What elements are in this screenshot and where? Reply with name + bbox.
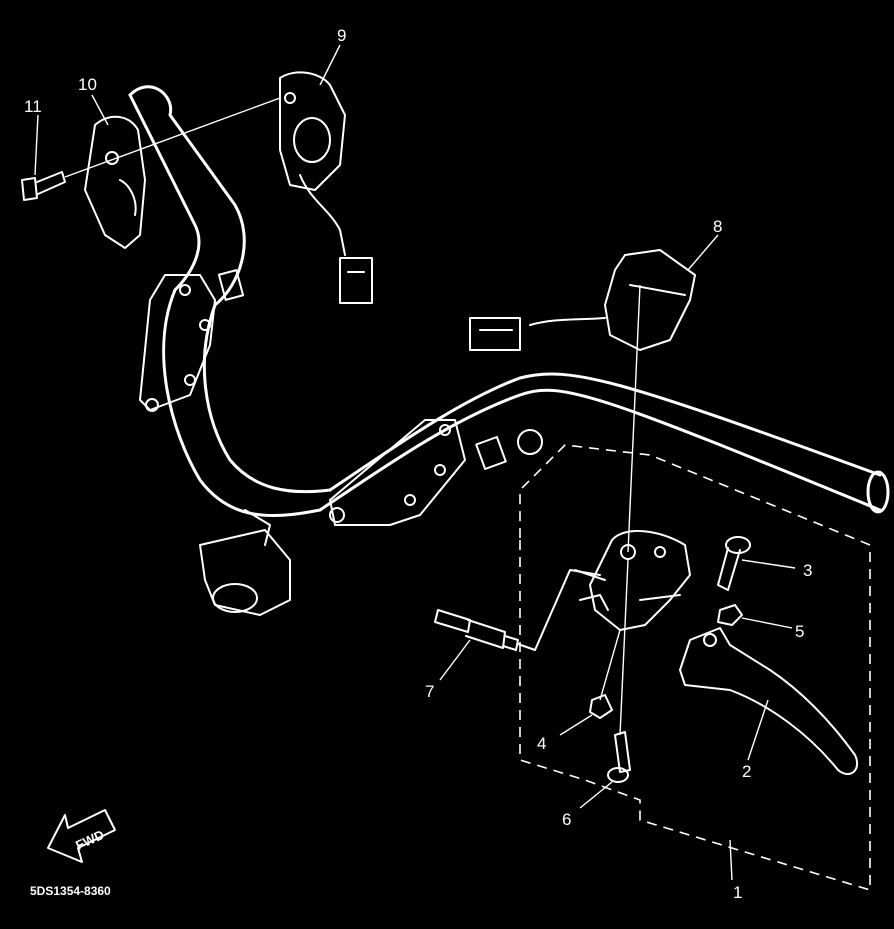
bolt-6	[579, 731, 631, 809]
callout-10: 10	[78, 75, 97, 94]
callout-2: 2	[742, 762, 751, 781]
switch-plunger	[434, 569, 601, 681]
alignment-line-8	[627, 284, 641, 553]
callout-1: 1	[733, 883, 742, 902]
callout-7: 7	[425, 682, 434, 701]
pivot-bolt	[717, 536, 796, 591]
assembly-boundary	[519, 444, 871, 892]
left-switch-housing	[279, 71, 373, 304]
callout-4: 4	[537, 734, 546, 753]
callout-8: 8	[713, 217, 722, 236]
drawing-code: 5DS1354-8360	[30, 884, 111, 898]
callout-3: 3	[803, 561, 812, 580]
screw-11	[21, 97, 281, 201]
forward-arrow-icon: FWD	[47, 809, 116, 863]
nut-5	[717, 604, 793, 629]
alignment-line-4	[599, 629, 621, 701]
nut-4	[559, 694, 613, 736]
alignment-line-6	[619, 559, 629, 736]
direction-label: FWD	[73, 827, 106, 853]
handlebar	[128, 85, 890, 616]
callout-6: 6	[562, 810, 571, 829]
clutch-switch	[469, 249, 696, 351]
callout-9: 9	[337, 26, 346, 45]
left-switch-lower	[84, 115, 146, 249]
callout-5: 5	[795, 622, 804, 641]
clutch-lever	[679, 627, 858, 775]
lever-holder	[574, 529, 691, 631]
callout-11: 11	[24, 97, 42, 116]
